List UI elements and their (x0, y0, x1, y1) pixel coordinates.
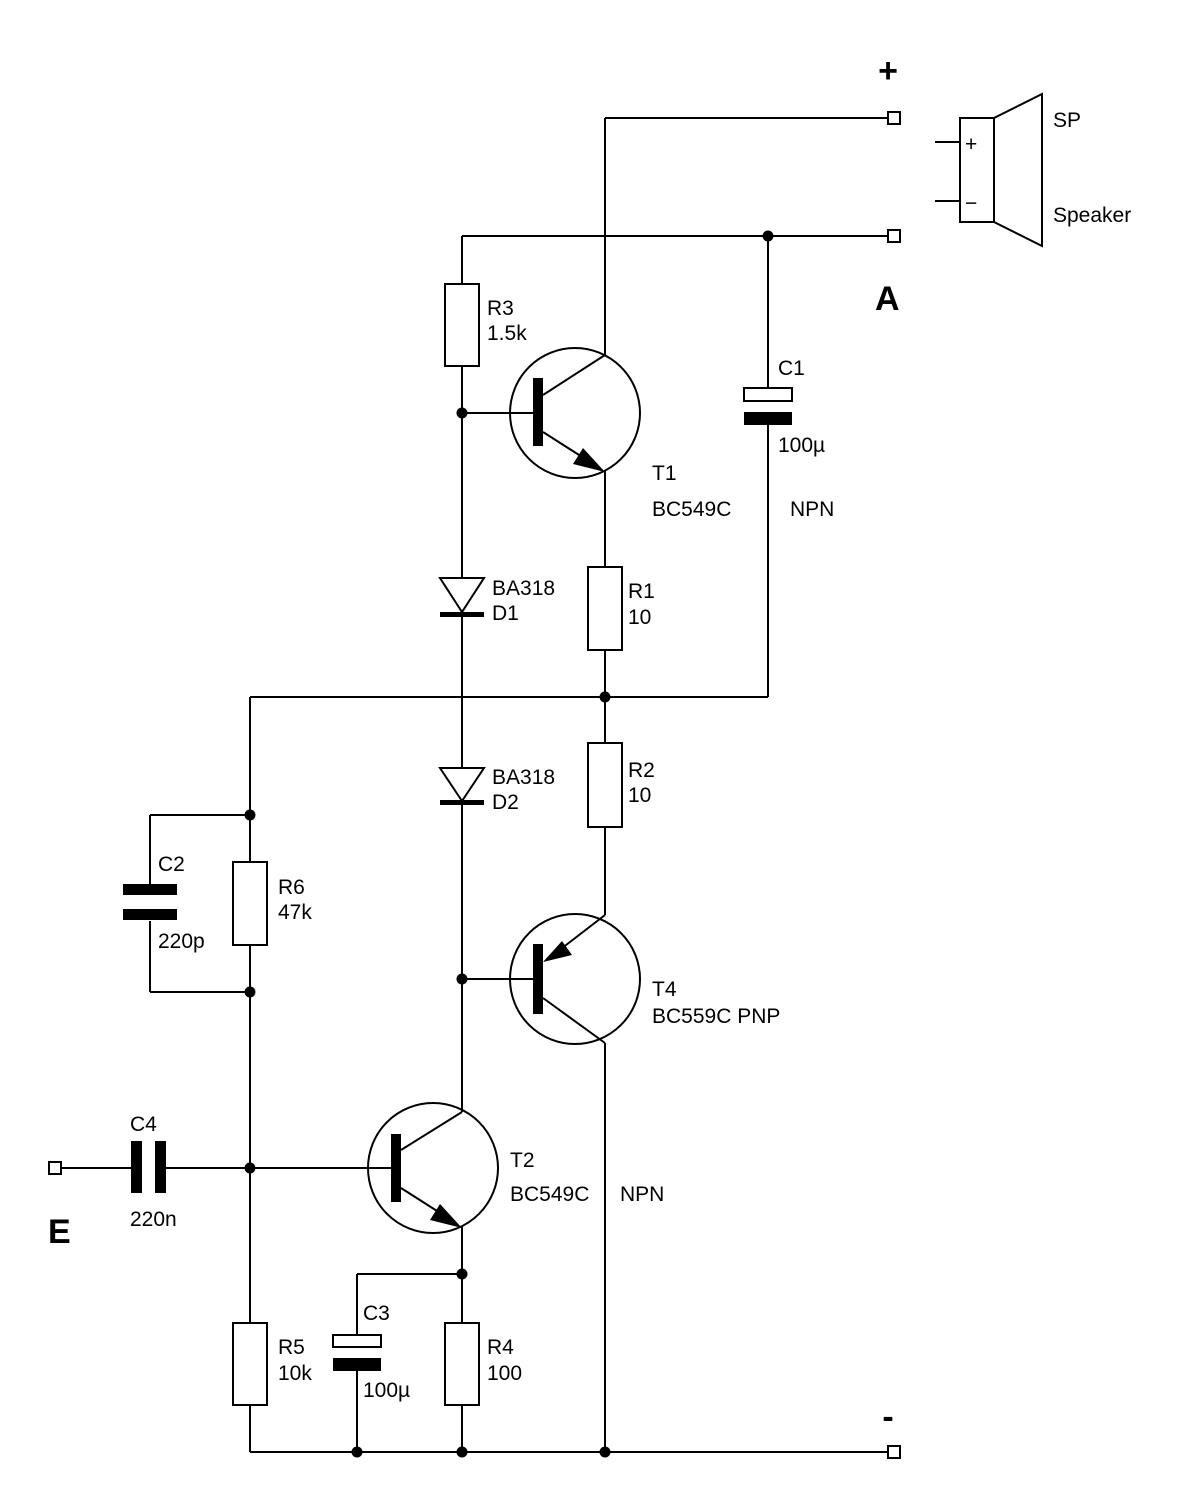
r4-ref: R4 (487, 1336, 514, 1359)
junction-dots (244, 230, 774, 1458)
transistor-t4: T4 BC559C PNP (509, 913, 780, 1045)
r1-value: 10 (628, 606, 651, 629)
terminal-e: E (48, 1161, 71, 1251)
c1-value: 100µ (778, 434, 825, 457)
c3-ref: C3 (363, 1302, 390, 1325)
t4-desc: BC559C PNP (652, 1005, 780, 1028)
terminal-plus-label: + (878, 52, 898, 90)
terminal-minus-label: - (882, 1398, 893, 1436)
r3-ref: R3 (487, 297, 514, 320)
t1-part: BC549C (652, 498, 731, 521)
resistor-r3: R3 1.5k (444, 283, 527, 367)
resistor-r5: R5 10k (232, 1322, 312, 1406)
speaker-symbol: + − SP Speaker (959, 92, 1131, 248)
capacitor-c3: C3 100µ (332, 1302, 410, 1402)
r6-ref: R6 (278, 876, 305, 899)
t1-ref: T1 (652, 462, 677, 485)
capacitor-c2: C2 220p (123, 853, 205, 953)
speaker-name: Speaker (1053, 204, 1131, 227)
terminal-minus: - (882, 1398, 901, 1459)
d2-ref: D2 (492, 791, 519, 814)
c3-value: 100µ (363, 1379, 410, 1402)
resistor-r1: R1 10 (587, 566, 655, 651)
t1-type: NPN (790, 498, 834, 521)
resistor-r2: R2 10 (587, 742, 655, 828)
r1-ref: R1 (628, 580, 655, 603)
diode-d2: BA318 D2 (438, 766, 555, 814)
r3-value: 1.5k (487, 322, 527, 345)
r5-ref: R5 (278, 1336, 305, 1359)
r4-value: 100 (487, 1362, 522, 1385)
d1-part: BA318 (492, 577, 555, 600)
r2-value: 10 (628, 784, 651, 807)
c1-ref: C1 (778, 357, 805, 380)
terminal-e-label: E (48, 1213, 71, 1251)
r2-ref: R2 (628, 759, 655, 782)
t2-part: BC549C (510, 1183, 589, 1206)
c4-ref: C4 (130, 1113, 157, 1136)
resistor-r6: R6 47k (232, 861, 312, 946)
capacitor-c1: C1 100µ (743, 357, 825, 457)
c2-ref: C2 (158, 853, 185, 876)
speaker-pin-minus: − (965, 192, 977, 215)
t4-type: PNP (737, 1005, 780, 1028)
speaker-ref: SP (1053, 109, 1081, 132)
d2-part: BA318 (492, 766, 555, 789)
terminal-a-label: A (875, 280, 900, 318)
terminal-plus: + (878, 52, 901, 125)
speaker-pin-plus: + (965, 133, 977, 156)
t4-part: BC559C (652, 1005, 731, 1028)
r6-value: 47k (278, 901, 312, 924)
transistor-t1: T1 BC549C NPN (509, 347, 834, 521)
c4-value: 220n (130, 1208, 177, 1231)
transistor-t2: T2 BC549C NPN (367, 1102, 664, 1234)
r5-value: 10k (278, 1362, 312, 1385)
t4-ref: T4 (652, 978, 677, 1001)
d1-ref: D1 (492, 602, 519, 625)
c2-value: 220p (158, 930, 205, 953)
t2-ref: T2 (510, 1149, 535, 1172)
diode-d1: BA318 D1 (438, 577, 555, 625)
t2-type: NPN (620, 1183, 664, 1206)
terminal-a: A (875, 229, 901, 318)
resistor-r4: R4 100 (444, 1322, 522, 1406)
capacitor-c4: C4 220n (130, 1113, 177, 1231)
